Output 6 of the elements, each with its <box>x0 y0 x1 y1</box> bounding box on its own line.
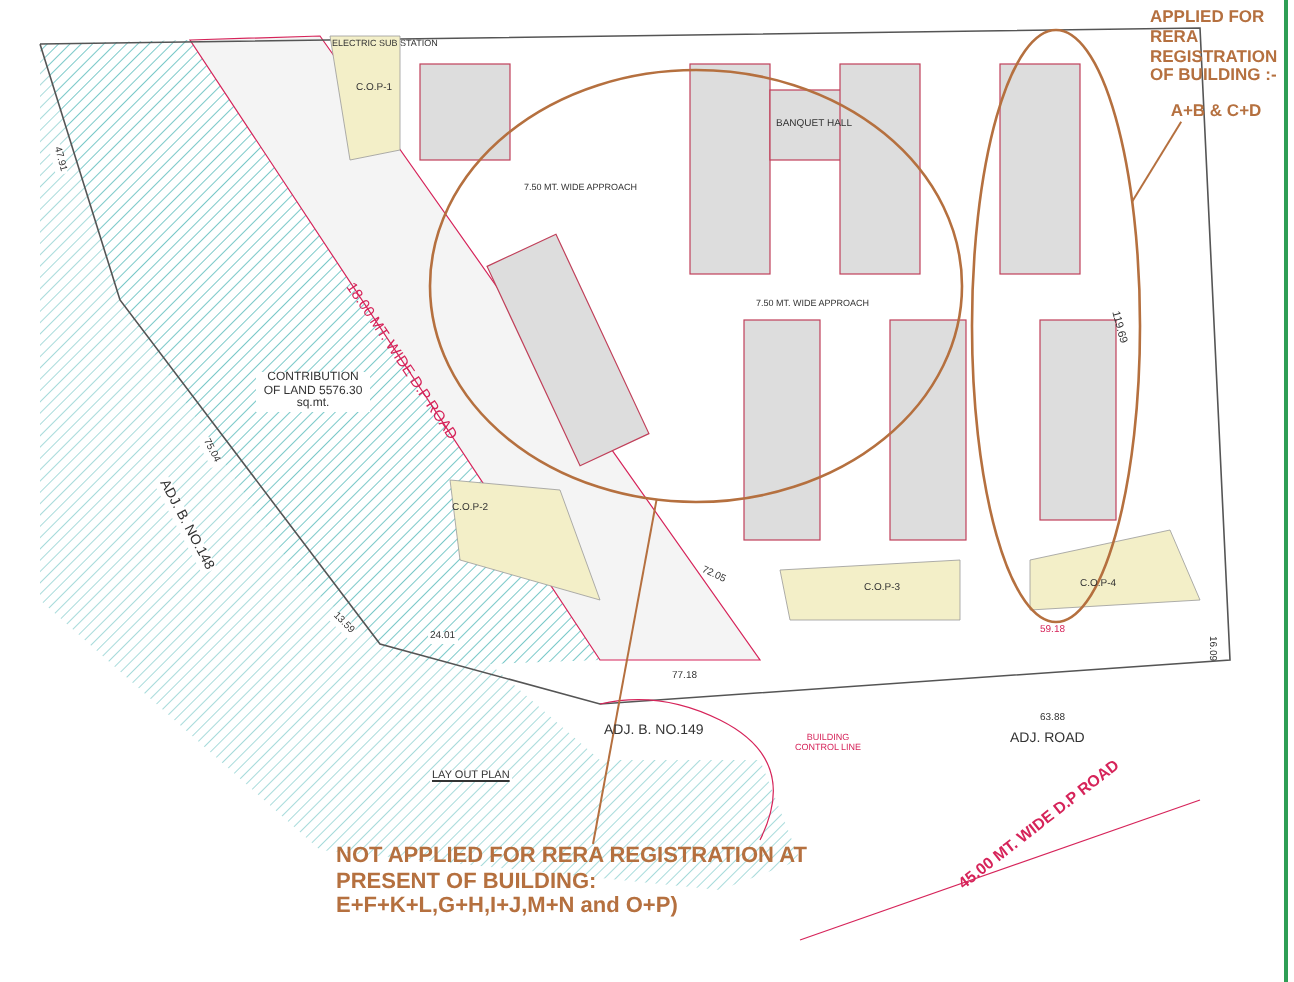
highlight-ellipse <box>428 68 964 504</box>
leader-line <box>592 498 658 845</box>
building-list: E+F+K+L,G+H,I+J,M+N and O+P) <box>336 894 836 920</box>
highlight-ellipse <box>970 28 1142 624</box>
callout-heading: NOT APPLIED FOR RERA REGISTRATION AT PRESENT OF BUILDING: <box>336 844 809 895</box>
leader-line <box>1131 120 1183 203</box>
